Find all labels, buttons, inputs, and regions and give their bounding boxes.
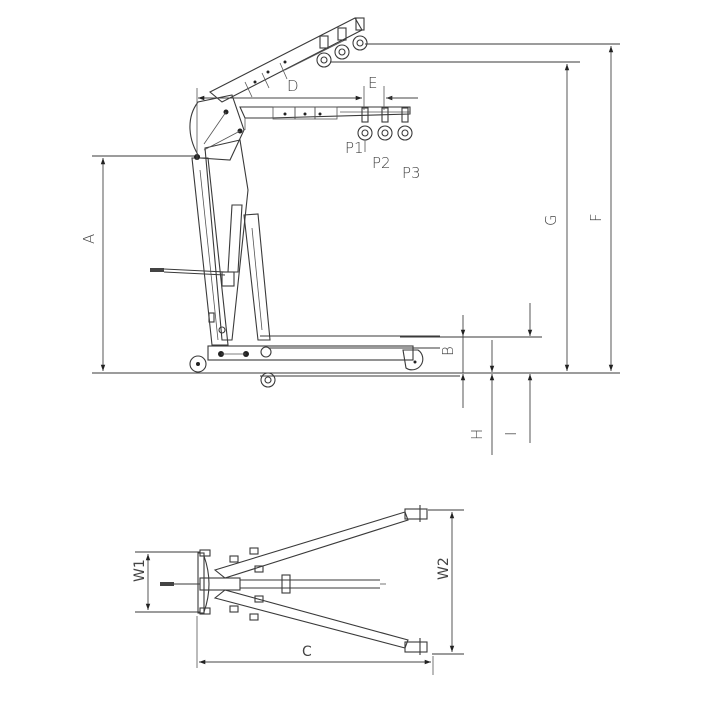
top-view: W1 W2 C <box>132 505 464 675</box>
hook-position-p1: P1 <box>345 139 364 157</box>
dimension-f-label: F <box>587 213 605 222</box>
dimension-c-label: C <box>302 644 312 660</box>
dimension-w2-label: W2 <box>436 557 452 580</box>
boom-horizontal <box>239 106 413 152</box>
pump-handle <box>150 268 235 287</box>
dimension-d-label: D <box>287 77 299 95</box>
hook-position-p3: P3 <box>402 164 421 182</box>
dimension-b-label: B <box>439 346 457 356</box>
dimension-h-label: H <box>468 429 486 440</box>
base-leg <box>189 335 460 388</box>
dimension-i-label: I <box>502 432 520 436</box>
boom-knuckle <box>189 94 245 161</box>
dimension-g-label: G <box>542 214 560 226</box>
hook-position-p2: P2 <box>372 154 391 172</box>
dimension-e-label: E <box>368 74 377 92</box>
side-view: A D E P1 P2 P3 G F B H I <box>80 17 620 455</box>
dimension-a-label: A <box>80 234 98 244</box>
hydraulic-ram <box>227 204 271 341</box>
dimension-w1-label: W1 <box>132 559 148 582</box>
